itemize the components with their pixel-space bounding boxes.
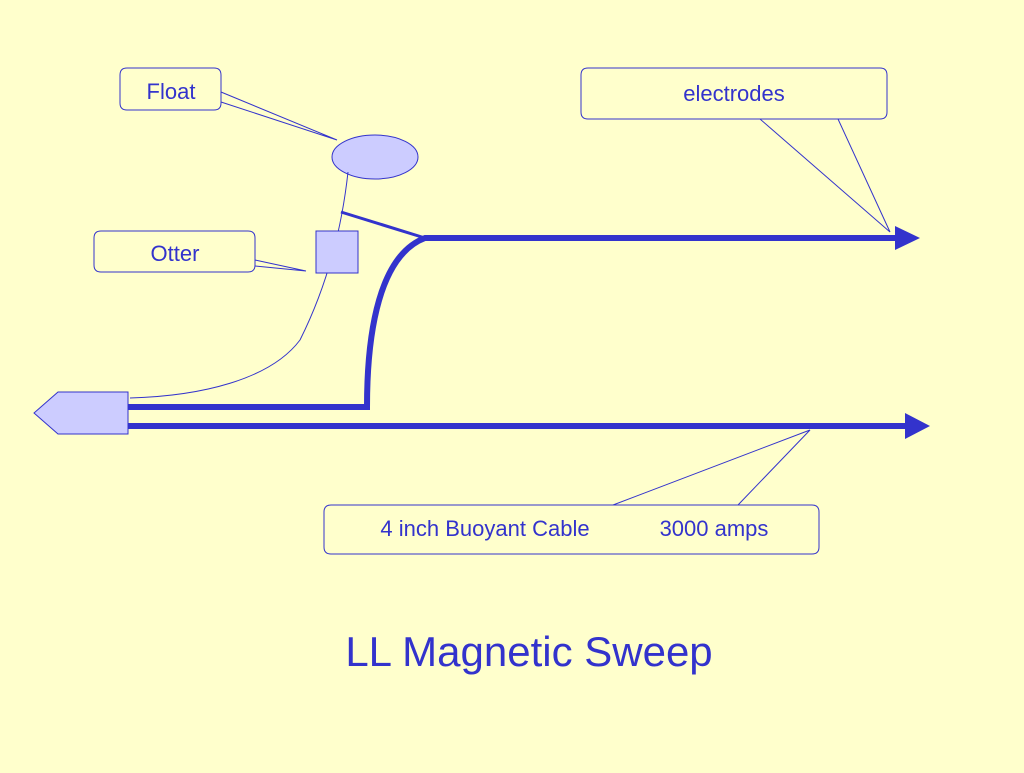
otter-bridle-line [340, 210, 426, 240]
electrode-cable-arrowhead [895, 226, 920, 250]
float-label: Float [147, 79, 196, 104]
float-tether-line [129, 171, 349, 399]
otter-label: Otter [151, 241, 200, 266]
otter-callout-pointer [254, 259, 307, 272]
electrodes-callout-box [580, 67, 888, 120]
cable-name-label: 4 inch Buoyant Cable [380, 516, 589, 541]
slide-title: LL Magnetic Sweep [345, 628, 712, 675]
boat-shape [33, 391, 129, 435]
electrodes-label: electrodes [683, 81, 785, 106]
cable-callout-pointer [612, 429, 811, 506]
cable-current-label: 3000 amps [660, 516, 769, 541]
otter-shape [315, 230, 359, 274]
float-shape [331, 134, 419, 180]
otter-callout-box [93, 230, 256, 273]
electrode-cable [128, 235, 898, 410]
float-callout-box [119, 67, 222, 111]
cable-callout-box [323, 504, 820, 555]
buoyant-cable-arrowhead [905, 413, 930, 439]
electrodes-callout-pointer [759, 118, 891, 233]
float-callout-pointer [220, 91, 338, 141]
